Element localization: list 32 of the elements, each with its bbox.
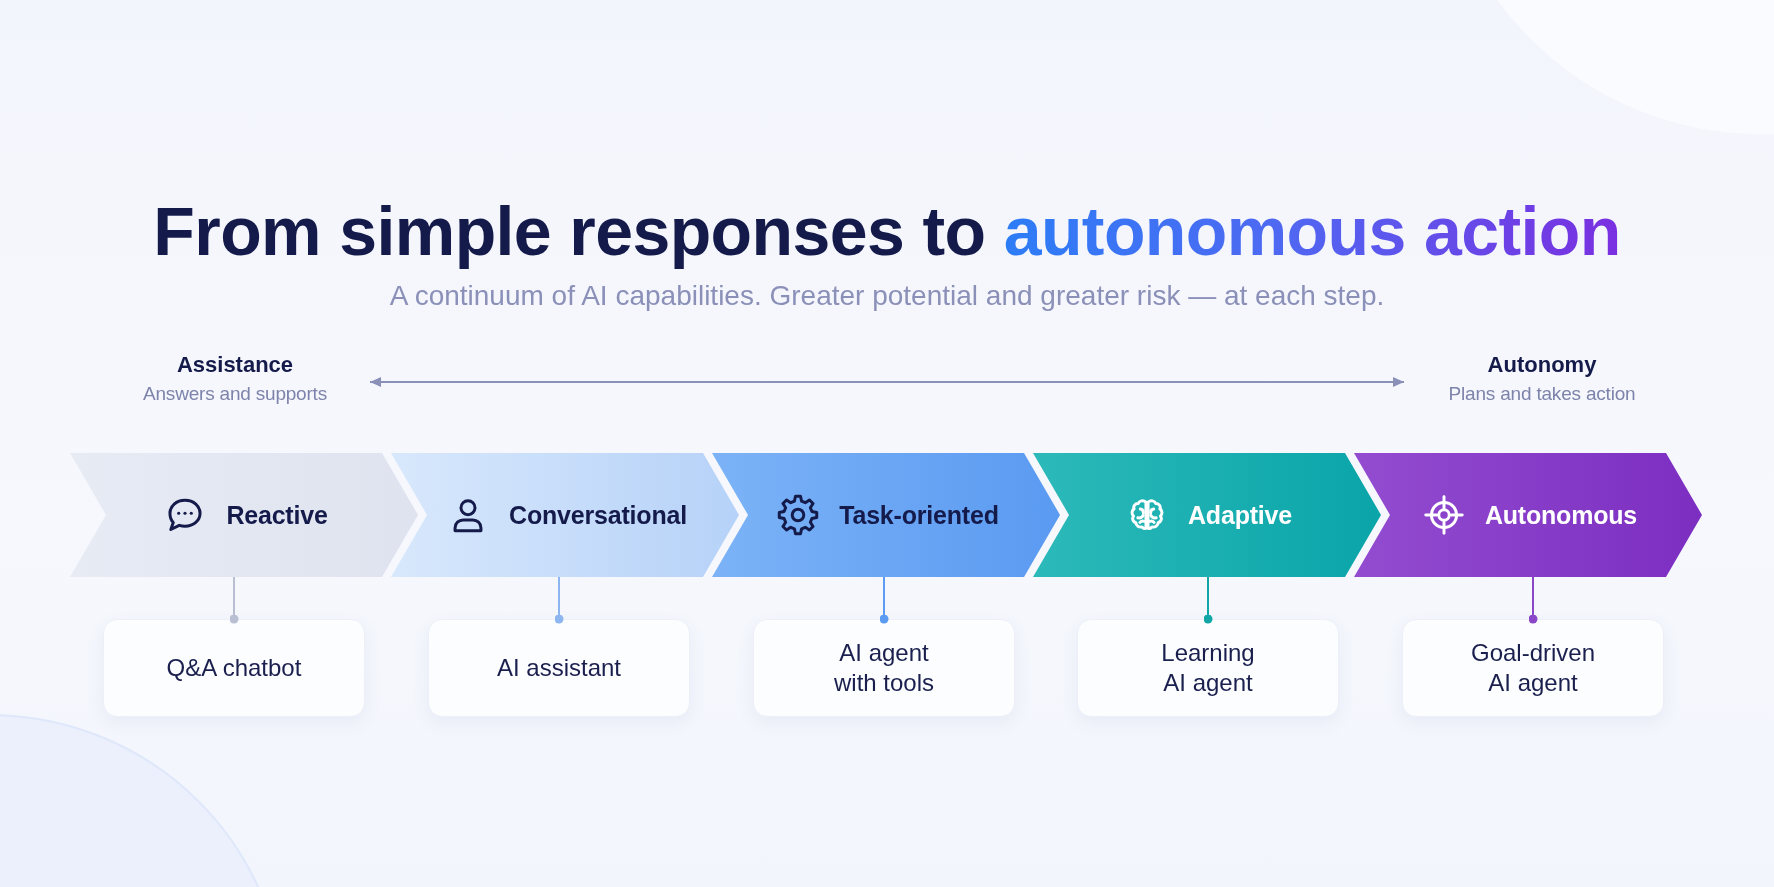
- chevron-step: [712, 453, 1060, 577]
- example-label: Q&A chatbot: [166, 653, 302, 683]
- leader-line: [879, 576, 889, 624]
- scale-end-heading: Autonomy: [1487, 352, 1597, 378]
- chevron-step: [70, 453, 418, 577]
- double-arrow: [369, 377, 1405, 387]
- example-label: AI agent with tools: [832, 638, 935, 698]
- example-card: [428, 619, 690, 717]
- example-card: [1077, 619, 1339, 717]
- step-label: Task-oriented: [839, 500, 999, 530]
- scale-end-heading: Assistance: [176, 352, 294, 378]
- example-card: [1402, 619, 1664, 717]
- step-label: Autonomous: [1484, 500, 1638, 530]
- leader-line: [554, 576, 564, 624]
- step-label: Adaptive: [1188, 500, 1292, 530]
- scale-end-description: Plans and takes action: [1448, 383, 1636, 405]
- example-card: [753, 619, 1015, 717]
- scale-end-description: Answers and supports: [143, 383, 327, 405]
- chevron-step: [1033, 453, 1381, 577]
- step-label: Conversational: [509, 500, 687, 530]
- example-label: Goal-driven AI agent: [1469, 638, 1597, 698]
- example-label: AI assistant: [496, 653, 622, 683]
- subtitle: A continuum of AI capabilities. Greater potential and greater risk — at each step.: [389, 279, 1385, 313]
- example-card: [103, 619, 365, 717]
- leader-line: [1528, 576, 1538, 624]
- example-label: Learning AI agent: [1160, 638, 1256, 698]
- chevron-step: [1354, 453, 1702, 577]
- title: From simple responses to autonomous action: [153, 194, 1621, 269]
- step-label: Reactive: [226, 500, 328, 530]
- chevron-step: [391, 453, 739, 577]
- leader-line: [229, 576, 239, 624]
- leader-line: [1203, 576, 1213, 624]
